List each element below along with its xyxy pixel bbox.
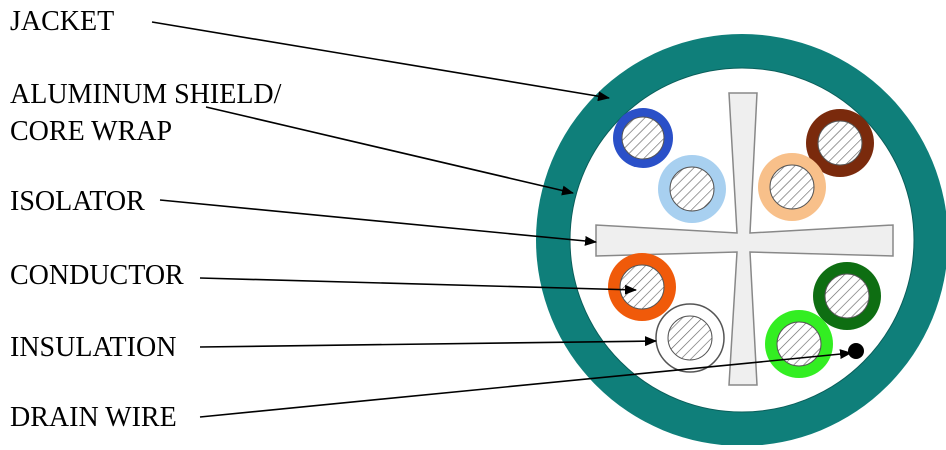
wire-green xyxy=(813,262,881,330)
wire-green-white-conductor xyxy=(776,321,822,367)
wire-green-white xyxy=(765,310,833,378)
jacket-pointer xyxy=(151,21,610,102)
label-jacket: JACKET xyxy=(10,6,115,37)
wire-orange-white-conductor xyxy=(667,315,713,361)
wire-brown xyxy=(806,109,874,177)
wire-blue xyxy=(613,108,673,168)
wire-orange-conductor xyxy=(619,264,665,310)
wire-brown-conductor xyxy=(817,120,863,166)
conductor-pointer xyxy=(199,277,637,295)
drain-wire xyxy=(848,343,864,359)
wire-green-conductor xyxy=(824,273,870,319)
label-drain-wire: DRAIN WIRE xyxy=(10,402,177,433)
shield-pointer xyxy=(205,106,574,196)
label-conductor: CONDUCTOR xyxy=(10,260,184,291)
drain-wire-pointer xyxy=(199,349,852,418)
wire-blue-conductor xyxy=(621,116,665,160)
label-aluminum-shield-line2: CORE WRAP xyxy=(10,116,173,147)
label-aluminum-shield-line1: ALUMINUM SHIELD/ xyxy=(10,79,282,110)
wire-blue-white-conductor xyxy=(669,166,715,212)
isolator-cross xyxy=(595,92,894,386)
wire-brown-white-conductor xyxy=(769,164,815,210)
wire-orange-white xyxy=(655,303,725,373)
label-isolator: ISOLATOR xyxy=(10,186,145,217)
wire-blue-white xyxy=(658,155,726,223)
wire-brown-white xyxy=(758,153,826,221)
insulation-pointer xyxy=(199,336,657,348)
wire-orange xyxy=(608,253,676,321)
label-insulation: INSULATION xyxy=(10,332,177,363)
isolator-pointer xyxy=(159,199,597,246)
